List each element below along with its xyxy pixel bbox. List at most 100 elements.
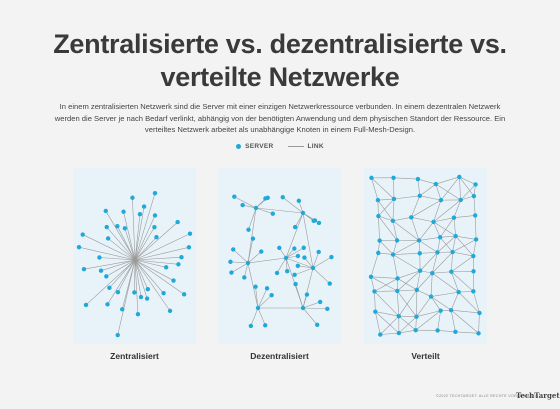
link-line — [285, 257, 314, 269]
link-line — [257, 307, 266, 326]
server-node — [414, 287, 420, 293]
server-node — [144, 296, 150, 301]
title-line-2: verteilte Netzwerke — [160, 62, 400, 92]
link-line — [109, 259, 136, 289]
link-line — [374, 291, 376, 312]
link-line — [302, 294, 308, 309]
link-line — [432, 272, 459, 293]
link-line — [416, 289, 432, 297]
link-line — [134, 259, 139, 315]
distributed-network-graphic — [368, 174, 482, 337]
server-node — [438, 197, 444, 203]
link-line — [374, 278, 398, 292]
link-line — [451, 252, 453, 272]
server-node — [473, 237, 479, 242]
server-node — [121, 209, 126, 214]
link-line — [106, 226, 136, 261]
server-node — [152, 224, 157, 230]
link-line — [233, 249, 249, 264]
link-line — [459, 176, 475, 197]
server-node — [302, 255, 307, 260]
server-node — [293, 281, 298, 287]
link-line — [392, 220, 398, 241]
link-line — [370, 276, 398, 292]
server-node — [373, 309, 378, 314]
decentralized-diagram — [218, 168, 341, 344]
server-node — [450, 249, 455, 255]
page-title: Zentralisierte vs. dezentralisierte vs. … — [0, 28, 560, 94]
link-line — [459, 176, 476, 185]
server-node — [83, 302, 89, 308]
link-line — [473, 291, 480, 314]
link-line — [294, 212, 304, 228]
server-node — [449, 269, 454, 274]
link-line — [107, 238, 136, 261]
link-line — [379, 240, 394, 255]
link-line — [417, 178, 436, 185]
server-node — [80, 232, 85, 237]
link-line — [370, 276, 398, 279]
server-node — [120, 307, 125, 312]
link-line — [371, 177, 395, 200]
link-line — [134, 206, 145, 261]
server-node — [471, 193, 477, 199]
centralized-caption: Zentralisiert — [110, 351, 159, 361]
link-line — [255, 198, 266, 209]
server-node — [395, 276, 400, 281]
server-node — [132, 290, 137, 295]
link-line — [398, 289, 418, 317]
server-node — [304, 292, 310, 297]
server-node — [141, 204, 147, 209]
link-line — [83, 259, 136, 270]
server-node — [115, 332, 120, 338]
link-line — [380, 332, 399, 335]
server-node — [167, 308, 173, 314]
server-node — [300, 210, 306, 216]
link-line — [433, 221, 456, 237]
link-line — [371, 177, 379, 201]
server-node — [240, 202, 245, 208]
centralized-diagram — [73, 168, 196, 344]
server-node — [229, 270, 234, 275]
legend-link-label: LINK — [307, 143, 324, 150]
link-line — [397, 290, 417, 317]
link-line — [375, 311, 399, 317]
link-line — [285, 257, 288, 272]
link-line — [134, 259, 148, 299]
server-dot-icon — [236, 144, 242, 149]
server-node — [242, 275, 247, 280]
link-line — [378, 252, 394, 255]
server-node — [105, 302, 110, 307]
server-node — [376, 250, 381, 256]
server-node — [135, 312, 141, 317]
server-node — [97, 255, 102, 260]
server-node — [295, 253, 301, 259]
link-line — [455, 235, 477, 240]
server-node — [176, 262, 181, 267]
link-line — [377, 199, 394, 222]
link-line — [418, 240, 438, 253]
link-line — [410, 195, 421, 218]
link-line — [410, 217, 420, 241]
link-line — [107, 259, 136, 305]
link-line — [124, 228, 136, 261]
link-line — [398, 315, 417, 317]
link-line — [375, 311, 400, 334]
link-line — [416, 310, 441, 317]
techtarget-logo: TechTarget — [516, 391, 560, 400]
link-line — [255, 207, 304, 214]
link-line — [411, 199, 442, 218]
server-node — [248, 323, 254, 329]
server-node — [179, 255, 184, 260]
server-node — [296, 198, 302, 204]
server-node — [284, 269, 290, 274]
link-line — [123, 211, 136, 261]
link-line — [397, 278, 417, 291]
link-line — [134, 221, 178, 261]
server-node — [104, 274, 109, 279]
server-node — [476, 331, 481, 336]
server-node — [378, 332, 383, 337]
link-line — [134, 214, 141, 261]
link-line — [452, 239, 477, 253]
link-line — [247, 251, 262, 264]
